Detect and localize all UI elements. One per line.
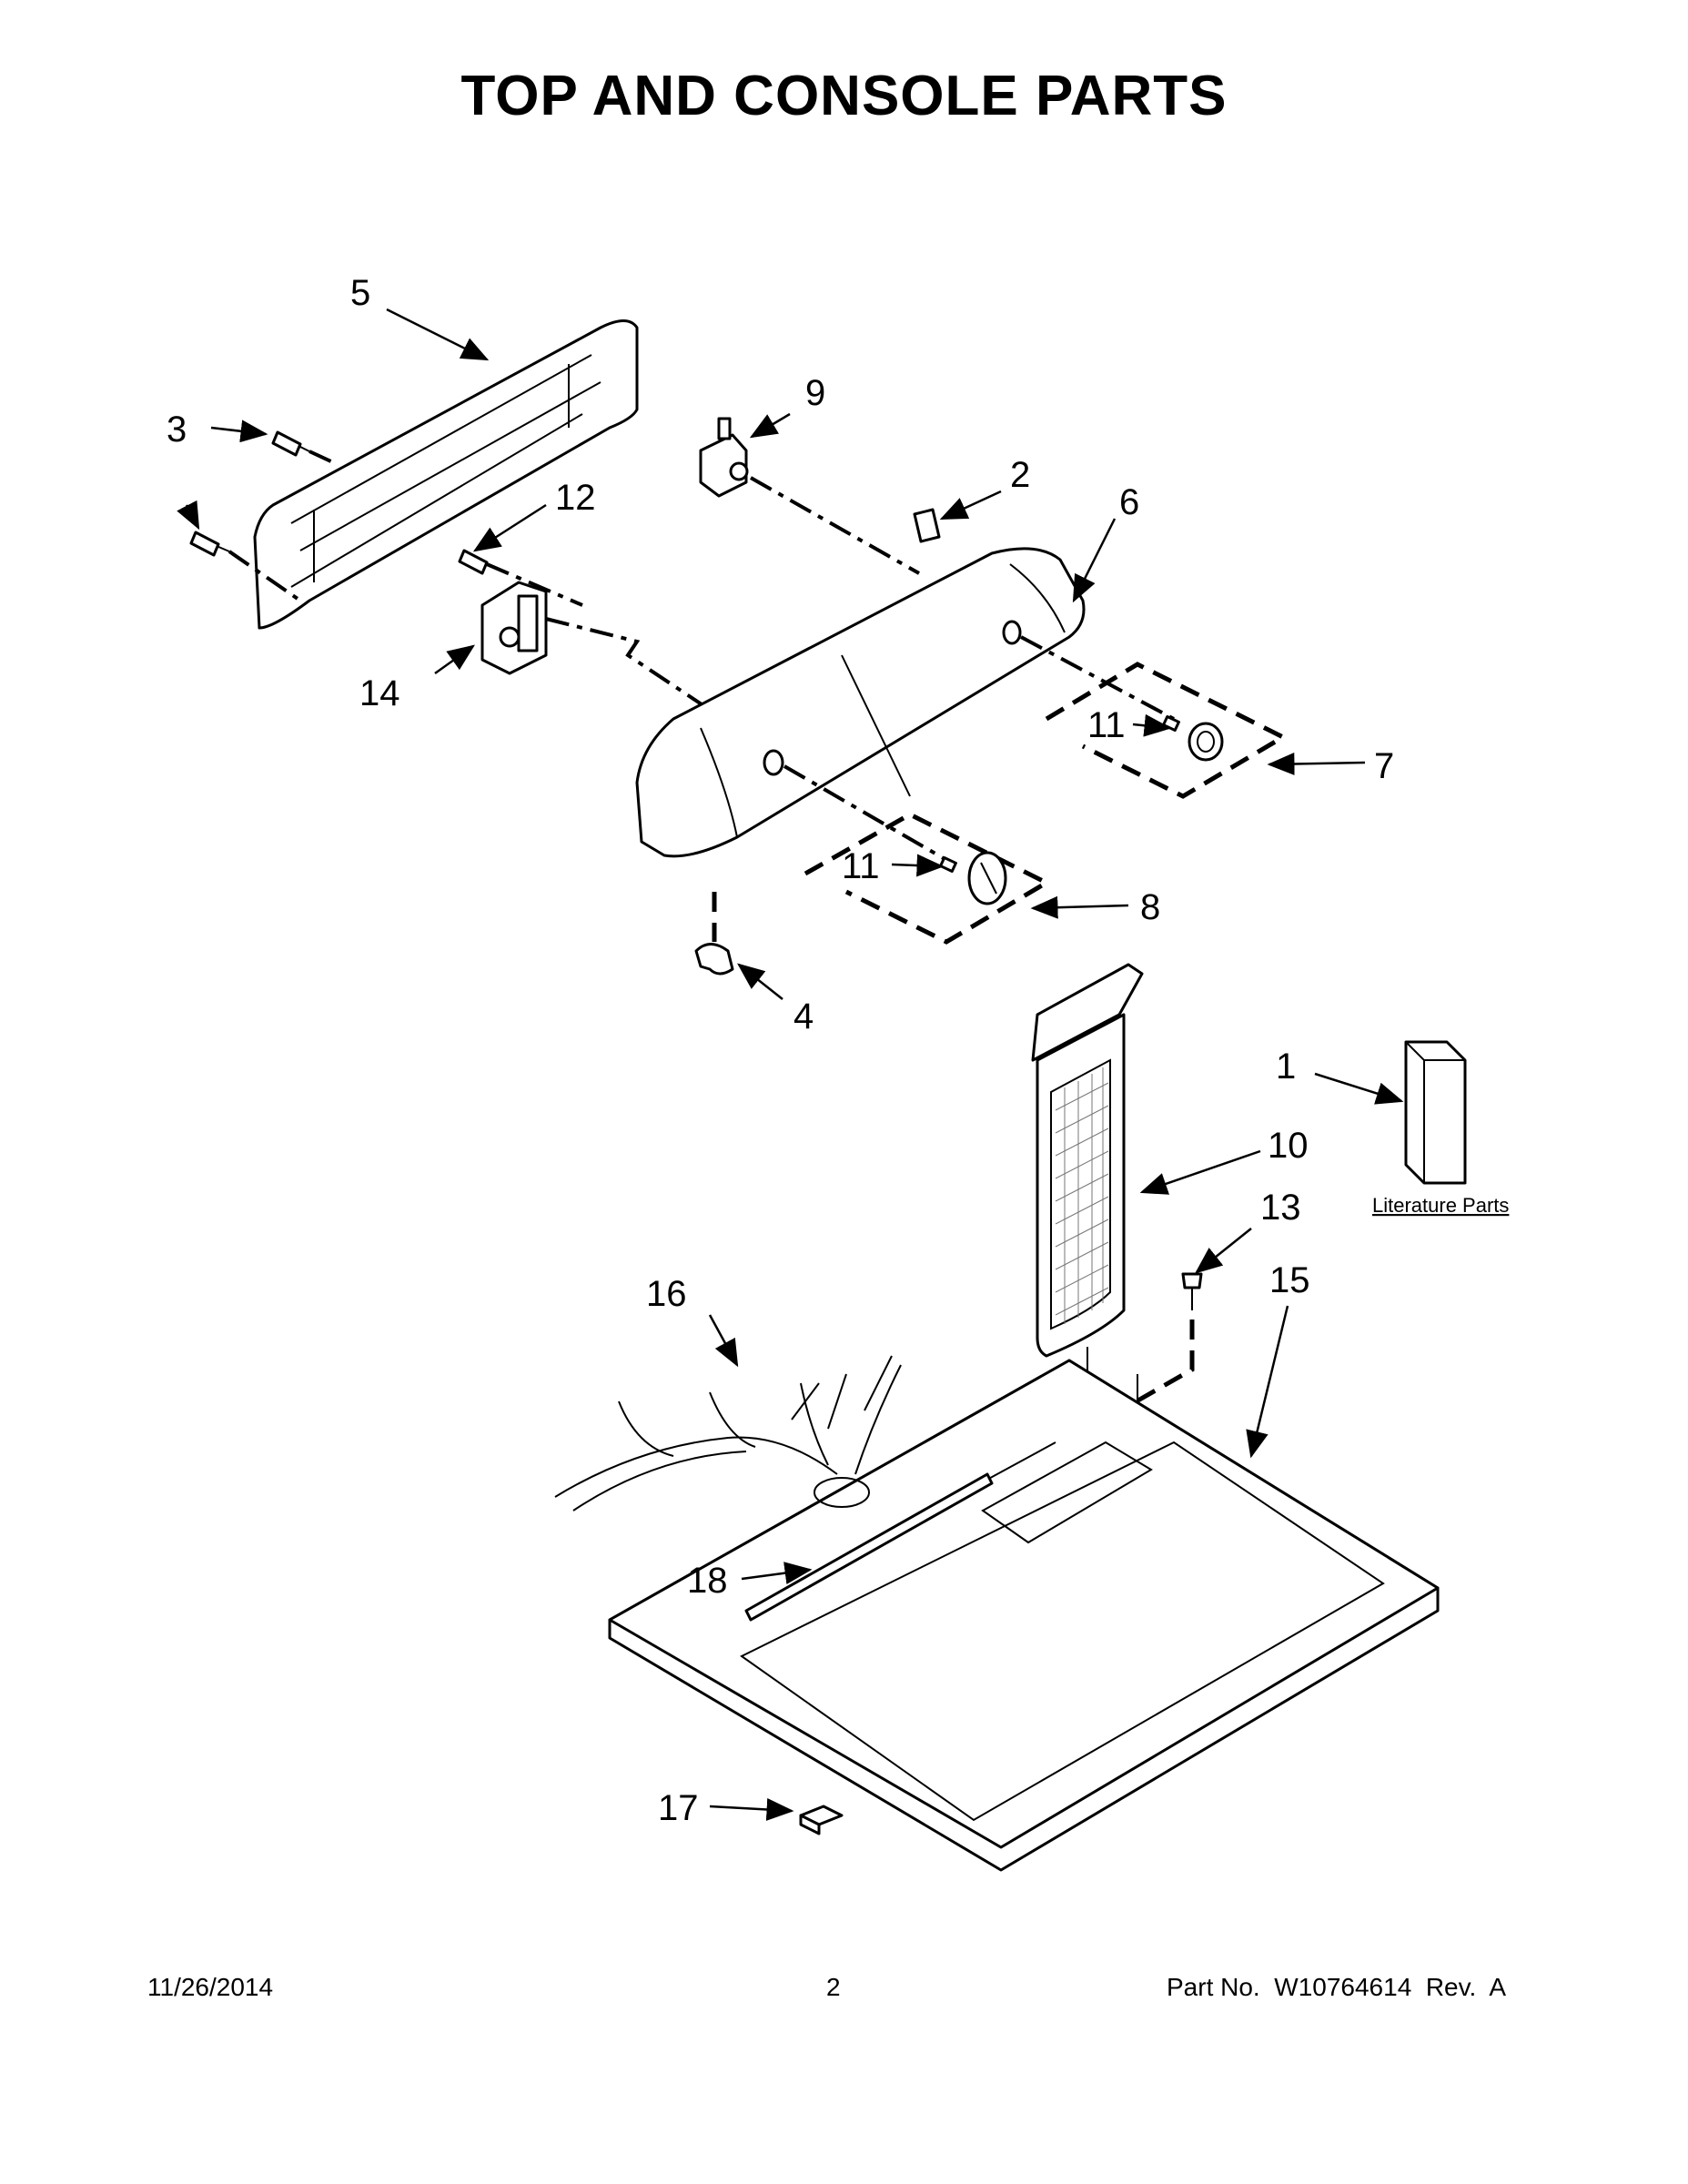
callout-10: 10	[1268, 1126, 1309, 1166]
switch-part	[699, 417, 749, 498]
leader-line	[227, 550, 302, 602]
leader-line	[545, 617, 712, 712]
leader-line	[783, 764, 948, 862]
screw-part-3a	[271, 430, 310, 457]
callout-11-lower: 11	[842, 846, 880, 886]
callout-13: 13	[1260, 1188, 1301, 1228]
screw-part-3b	[189, 531, 230, 557]
small-block-part	[799, 1805, 844, 1835]
callout-7: 7	[1374, 746, 1394, 786]
literature-parts-label: Literature Parts	[1372, 1194, 1509, 1217]
callout-arrows	[177, 308, 1404, 1821]
knob-group-8-outline	[804, 812, 1052, 945]
literature-booklet-part	[1404, 1040, 1467, 1185]
callout-17: 17	[658, 1788, 699, 1828]
callout-16: 16	[646, 1274, 687, 1314]
leader-line	[750, 476, 920, 575]
page-title: TOP AND CONSOLE PARTS	[460, 65, 1228, 127]
footer-date: 11/26/2014	[147, 1973, 274, 2001]
callout-11-upper: 11	[1087, 705, 1126, 745]
callout-2: 2	[1010, 455, 1030, 495]
wire-harness-part	[554, 1355, 902, 1512]
leader-line	[1127, 1320, 1195, 1409]
callout-8: 8	[1140, 887, 1160, 927]
callout-4: 4	[793, 996, 814, 1036]
knob-group-7-outline	[1045, 662, 1289, 799]
callout-5: 5	[350, 273, 370, 313]
console-part	[635, 547, 1086, 858]
wire-clip-part	[694, 943, 734, 976]
clip-part	[913, 508, 941, 543]
callout-15: 15	[1269, 1260, 1310, 1300]
callout-1: 1	[1276, 1046, 1296, 1087]
callout-9: 9	[805, 373, 825, 413]
dryer-top-panel-part	[608, 1359, 1440, 1872]
callout-18: 18	[687, 1561, 728, 1601]
push-knob-part	[1162, 715, 1224, 762]
leader-line	[486, 562, 583, 607]
screw-part-13	[1181, 1272, 1203, 1310]
footer-part-number: Part No. W10764614 Rev. A	[1167, 1973, 1507, 2001]
lint-screen-part	[1031, 963, 1144, 1358]
callout-6: 6	[1119, 482, 1139, 522]
timer-part	[480, 581, 548, 675]
leader-line	[308, 450, 338, 466]
callout-14: 14	[359, 673, 400, 713]
footer-page-number: 2	[826, 1973, 841, 2001]
callout-12: 12	[555, 478, 596, 518]
rotary-knob-part	[939, 851, 1007, 905]
screw-part-12	[458, 549, 489, 575]
callout-3: 3	[167, 410, 187, 450]
console-rear-panel-part	[253, 319, 639, 630]
leader-line	[1020, 635, 1175, 721]
